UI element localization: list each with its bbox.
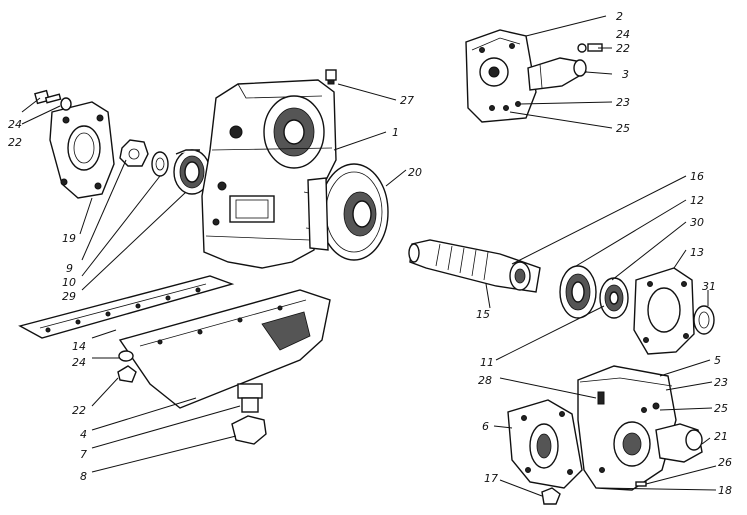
callout-2: 2	[616, 10, 623, 23]
callout-29: 29	[62, 290, 76, 303]
pin-part-26	[635, 481, 647, 487]
callout-4: 4	[80, 428, 87, 441]
callout-30: 30	[690, 216, 704, 229]
callout-24-top: 24	[616, 28, 630, 41]
callout-22-left: 22	[8, 136, 22, 149]
gearbox-housing-part-1	[201, 79, 337, 269]
callout-labels: 2 24 22 3 23 25 27 1 20 24 22 19 9 10 29…	[8, 10, 732, 497]
bolt-part-24-22-top	[577, 43, 603, 53]
callout-25-top: 25	[616, 122, 630, 135]
washer-part-10	[151, 151, 169, 177]
gasket-part-14	[18, 275, 235, 339]
callout-15: 15	[476, 308, 490, 321]
callout-22-pan: 22	[72, 404, 86, 417]
callout-24-pan: 24	[72, 356, 86, 369]
bolt-part-24-22-left	[34, 89, 72, 111]
callout-28: 28	[478, 374, 492, 387]
callout-11: 11	[480, 356, 494, 369]
callout-20: 20	[408, 166, 422, 179]
bearing-part-12	[559, 265, 597, 319]
gear-part-20	[303, 163, 389, 261]
shaft-part-16	[408, 239, 541, 293]
callout-14: 14	[72, 340, 86, 353]
bolt-part-24-22-pan	[117, 350, 137, 383]
bearing-part-29	[173, 149, 211, 195]
callout-26: 26	[718, 456, 732, 469]
callout-1: 1	[392, 126, 399, 139]
callout-6: 6	[482, 420, 489, 433]
callout-23-top: 23	[616, 96, 630, 109]
callout-8: 8	[80, 470, 87, 483]
oil-pan-part-4	[118, 289, 331, 409]
callout-16: 16	[690, 170, 704, 183]
callout-3: 3	[622, 68, 629, 81]
pump-part-3	[527, 57, 587, 91]
callout-9: 9	[66, 262, 73, 275]
callout-19: 19	[62, 232, 76, 245]
callout-23-bottom: 23	[714, 376, 728, 389]
plug-part-27	[325, 69, 337, 85]
callout-5: 5	[714, 354, 721, 367]
callout-10: 10	[62, 276, 76, 289]
part-21	[655, 423, 703, 463]
drain-plug-part-7	[237, 383, 263, 413]
bearing-part-30	[599, 277, 629, 319]
seal-part-31	[693, 305, 715, 335]
cover-plate-part-2	[465, 29, 537, 123]
flange-part-19	[49, 101, 115, 199]
housing-part-5	[577, 365, 677, 491]
callout-25-bottom: 25	[714, 402, 728, 415]
callout-31: 31	[702, 280, 716, 293]
cover-part-6	[507, 399, 583, 489]
nut-part-9	[119, 139, 149, 167]
callout-7: 7	[80, 448, 87, 461]
callout-17: 17	[484, 472, 498, 485]
callout-21: 21	[714, 430, 728, 443]
callout-12: 12	[690, 194, 704, 207]
callout-24-left: 24	[8, 118, 22, 131]
callout-22-top: 22	[616, 42, 630, 55]
callout-27: 27	[400, 94, 414, 107]
callout-18: 18	[718, 484, 732, 497]
drain-plug-part-8	[231, 415, 267, 445]
callout-13: 13	[690, 246, 704, 259]
flange-part-13	[633, 267, 695, 355]
leader-lines	[21, 15, 717, 497]
nut-part-17	[541, 487, 561, 505]
